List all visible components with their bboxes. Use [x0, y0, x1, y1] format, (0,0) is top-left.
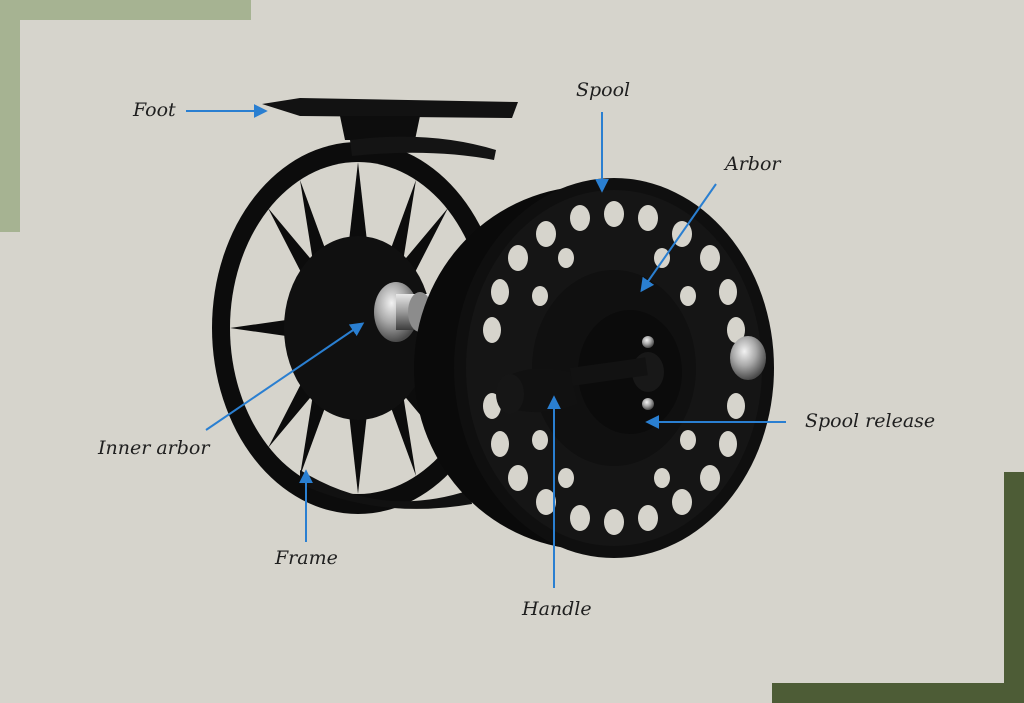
- corner-accent-top-left: [0, 0, 251, 20]
- callout-arrows: [186, 104, 786, 588]
- label-arbor: Arbor: [725, 153, 781, 175]
- spool-release-button: [730, 336, 766, 380]
- corner-accent-right: [1004, 472, 1024, 703]
- reel-foot: [262, 98, 518, 140]
- arbor-arrow: [640, 183, 717, 293]
- label-spool: Spool: [576, 79, 631, 101]
- inner-arbor-arrow: [205, 322, 365, 431]
- label-frame: Frame: [275, 547, 338, 569]
- label-handle: Handle: [522, 598, 592, 620]
- corner-accent-bottom: [772, 683, 1024, 703]
- corner-accent-left: [0, 0, 20, 232]
- label-spool-release: Spool release: [805, 410, 936, 432]
- label-inner-arbor: Inner arbor: [98, 437, 210, 459]
- label-foot: Foot: [133, 99, 176, 121]
